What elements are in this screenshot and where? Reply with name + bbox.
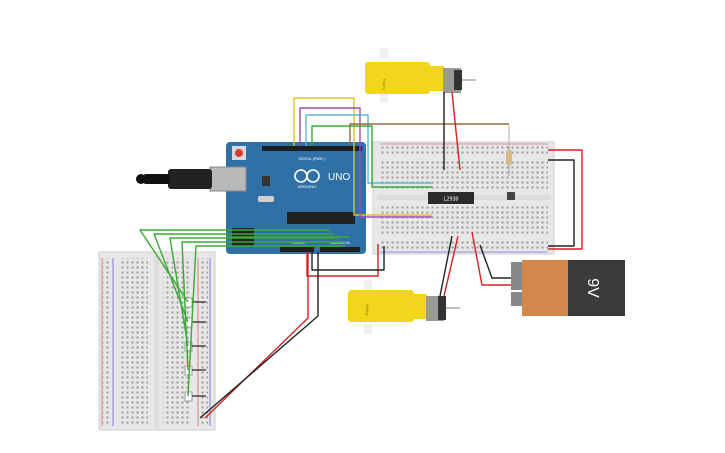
wire-green-signal (311, 125, 432, 188)
wire-green-2 (153, 233, 334, 323)
arduino-logo: ARDUINO (294, 169, 320, 189)
wire-left-black (199, 252, 319, 419)
atmega-chip (287, 212, 355, 224)
wire-black-rail-right (548, 159, 575, 247)
svg-text:ANALOG IN: ANALOG IN (330, 241, 350, 245)
power-header (280, 247, 314, 252)
svg-text:Hobby: Hobby (382, 79, 387, 91)
top-motor[interactable]: Hobby (365, 48, 476, 102)
wire-yellow (293, 97, 432, 216)
wire-5v-red (306, 244, 379, 277)
wire-red-rail-right (548, 149, 583, 250)
wire-left-red (204, 252, 309, 419)
wire-motor-top-red (451, 91, 461, 171)
l293d-driver-chip[interactable]: L293D (428, 192, 474, 204)
wire-motor-bot-red (443, 235, 459, 297)
svg-text:Hobby: Hobby (365, 304, 370, 316)
wire-cyan (305, 114, 432, 184)
svg-text:ARDUINO: ARDUINO (298, 184, 316, 189)
analog-header (320, 247, 360, 252)
right-push-button[interactable] (507, 192, 515, 200)
wires[interactable] (139, 91, 583, 419)
wire-purple (299, 107, 432, 218)
digital-header (262, 146, 362, 151)
nine-volt-battery[interactable]: 9V (511, 260, 625, 316)
bottom-motor[interactable]: Hobby (348, 280, 460, 334)
resistor (506, 125, 512, 176)
wire-green-1 (139, 229, 330, 303)
wire-gnd-black (311, 246, 385, 271)
arduino-uno-board[interactable]: DIGITAL (PWM~) ARDUINO UNO POWER ANALOG … (136, 142, 366, 254)
wire-battery-red (471, 231, 511, 286)
wire-brown (349, 123, 509, 146)
digital-label: DIGITAL (PWM~) (298, 157, 325, 161)
left-breadboard[interactable] (98, 251, 216, 431)
arduino-model: UNO (328, 172, 350, 183)
svg-text:POWER: POWER (291, 241, 305, 245)
svg-text:L293D: L293D (443, 197, 458, 203)
wire-green-5 (187, 245, 346, 397)
battery-label: 9V (584, 278, 601, 298)
wire-green-4 (181, 241, 342, 371)
wire-green-3 (169, 237, 338, 347)
wire-motor-bot-black (439, 235, 453, 297)
usb-connector (209, 166, 247, 192)
usb-cable (136, 169, 212, 189)
wire-battery-black (479, 244, 511, 279)
